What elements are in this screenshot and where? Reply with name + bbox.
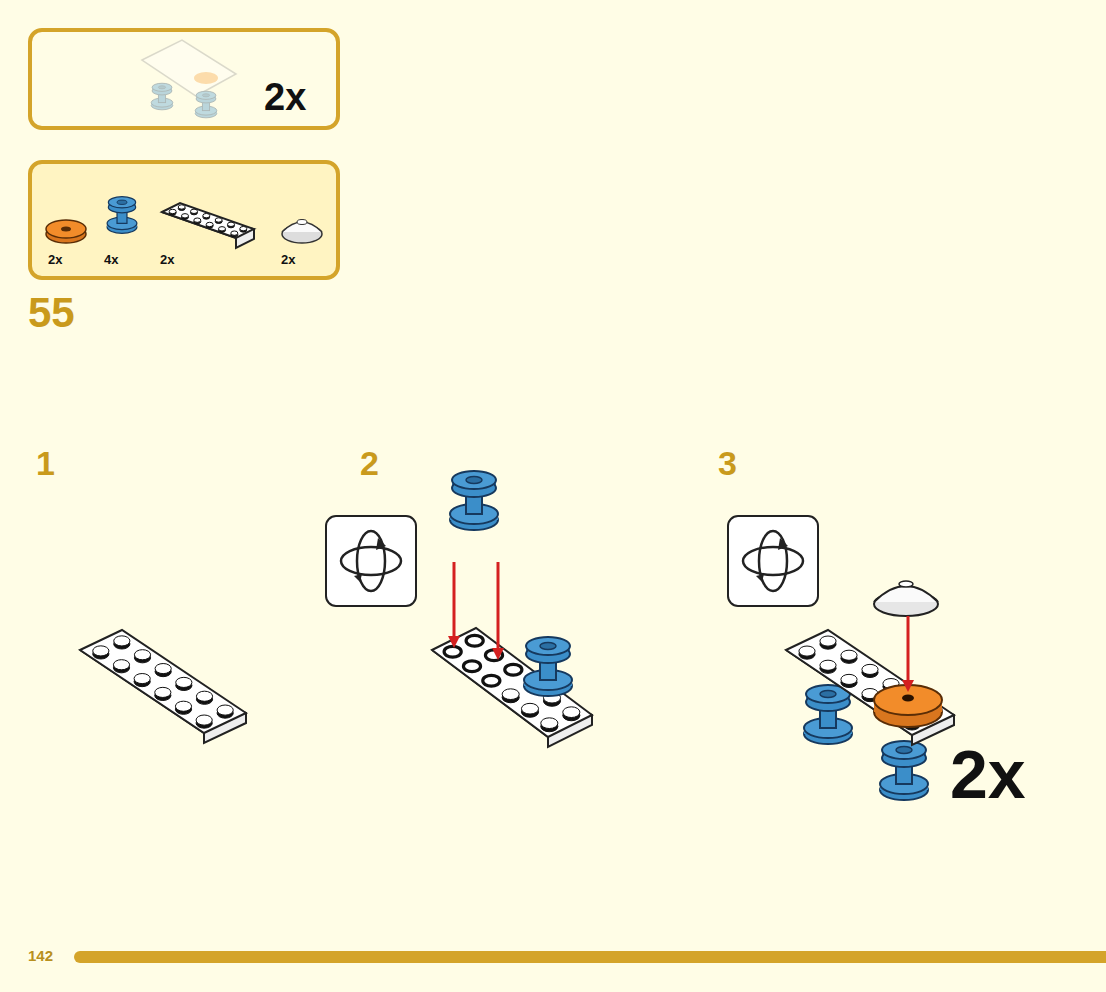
submodel-box: 2x [28,28,340,130]
quantity-label: 2x [264,76,306,119]
substep-number: 2 [360,446,379,480]
step-number: 55 [28,292,75,334]
quantity-label: 2x [950,740,1026,808]
parts-list-box: 2x 4x 2x 2x [28,160,340,280]
part-count: 2x [281,252,295,267]
substep-number: 1 [36,446,55,480]
part-count: 4x [104,252,118,267]
part-count: 2x [48,252,62,267]
substep-number: 3 [718,446,737,480]
part-count: 2x [160,252,174,267]
page-number: 142 [28,948,53,963]
